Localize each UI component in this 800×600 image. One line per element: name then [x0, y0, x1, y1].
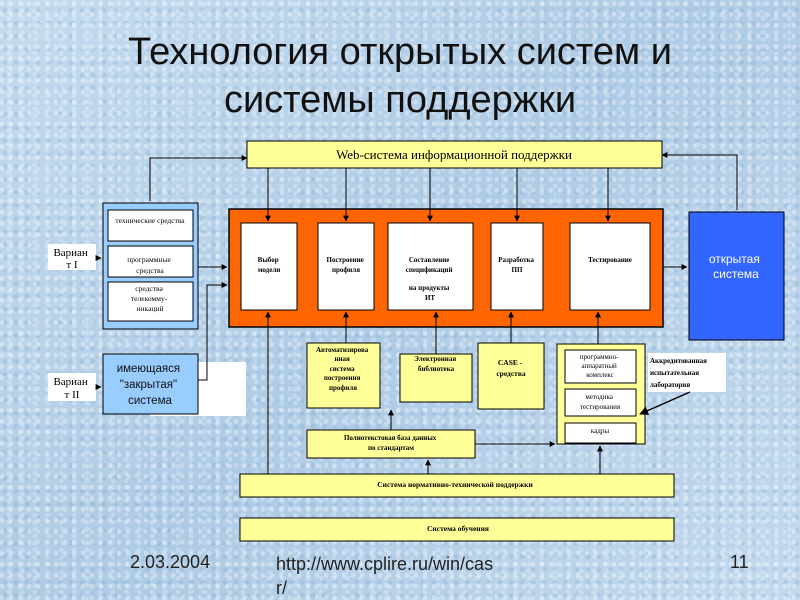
library-label-2: библиотека	[418, 365, 455, 373]
svg-text:Полнотекстовая база данных: Полнотекстовая база данных по стандартам	[344, 434, 438, 452]
variant2-label-1: Вариан	[53, 376, 87, 388]
footer-url-line1: http://www.cplire.ru/win/cas	[276, 554, 494, 574]
svg-text:технические средства: технические средства	[115, 216, 185, 225]
svg-text:Вариан т I: Вариан т I	[53, 247, 90, 271]
auto-system-label-2: нная	[334, 355, 350, 363]
svg-text:Выбор модели: Выбор модели	[258, 256, 281, 274]
methods-label-2: тестирования	[580, 403, 621, 411]
slide-title-line1: Технология открытых систем и	[128, 31, 672, 73]
svg-text:Вариан т II: Вариан т II	[53, 376, 90, 401]
edu-system-box	[239, 517, 675, 542]
hw-complex-box	[564, 349, 637, 384]
closed-system-box	[102, 353, 199, 415]
slide-title: Технология открытых систем и системы под…	[0, 28, 800, 124]
svg-text:Разработка ПП: Разработка ПП	[498, 256, 535, 274]
svg-text:открытая система: открытая система	[709, 252, 763, 281]
telecom-means-box	[107, 281, 194, 322]
svg-text:программные средства: программные средства	[127, 255, 172, 275]
testing-label: Тестирование	[588, 256, 632, 264]
case-label-2: средства	[496, 369, 526, 378]
software-means-label-1: программные	[127, 255, 171, 264]
hw-complex-label-1: программно-	[580, 353, 619, 361]
spec-label-1: Составление	[409, 256, 450, 264]
open-system-label-1: открытая	[709, 252, 760, 266]
variant1-box	[48, 244, 96, 270]
tech-means-label: технические средства	[115, 216, 185, 225]
edu-system-label: Система обучения	[427, 524, 489, 533]
accredited-lab-box	[648, 353, 726, 392]
telecom-label-1: средства	[135, 284, 163, 293]
library-label-1: Электронная	[414, 355, 456, 363]
closed-system-label-2: "закрытая"	[120, 379, 177, 391]
specifications-box	[387, 222, 474, 311]
testing-box	[569, 222, 651, 311]
svg-text:Аккредитованная испытатель: Аккредитованная испытательная лаборатори…	[650, 357, 709, 389]
telecom-label-2: телекомму-	[131, 294, 168, 303]
spec-label-2: спецификаций	[406, 266, 453, 274]
staff-label: кадры	[591, 427, 609, 435]
hw-complex-label-3: комплекс	[586, 371, 614, 379]
connectors	[95, 152, 738, 474]
auto-system-label-3: система	[330, 365, 356, 373]
svg-text:программно- аппаратный: программно- аппаратный комплекс	[580, 353, 620, 379]
select-model-box	[240, 222, 298, 311]
auto-system-label-4: построения	[324, 374, 361, 382]
variant2-box	[48, 373, 96, 401]
svg-text:CASE - средства: CASE - средства	[496, 358, 526, 378]
svg-text:методика тестирования: методика тестирования	[580, 393, 621, 411]
staff-box	[564, 422, 637, 444]
svg-text:Электронная библиотека: Электронная библиотека	[414, 355, 458, 373]
development-box	[490, 222, 544, 311]
footer-date: 2.03.2004	[130, 552, 211, 572]
web-system-label: Web-система информационной поддержки	[336, 147, 572, 162]
software-means-box	[107, 245, 194, 278]
select-model-label-2: модели	[258, 266, 281, 274]
fulltext-db-label-2: по стандартам	[368, 444, 414, 452]
methods-box	[564, 388, 637, 417]
auto-system-label-5: профиля	[329, 384, 357, 392]
open-system-label-2: система	[713, 267, 759, 281]
software-means-label-2: средства	[136, 266, 164, 275]
accredited-label-3: лаборатория	[650, 381, 690, 389]
accredited-label-2: испытательная	[650, 369, 699, 377]
telecom-label-3: никаций	[137, 304, 164, 313]
auto-system-box	[306, 342, 381, 409]
web-system-box	[246, 140, 663, 169]
closed-system-label-3: система	[128, 395, 172, 407]
page-number: 11	[730, 552, 749, 572]
fulltext-db-box	[306, 429, 476, 459]
development-label-1: Разработка	[498, 256, 534, 264]
footer-url-line2: r/	[276, 578, 287, 598]
build-profile-box	[317, 222, 375, 311]
development-label-2: ПП	[512, 266, 523, 274]
svg-text:Построение профиля: Построение профиля	[327, 256, 366, 274]
variant1-label-1: Вариан	[53, 247, 87, 259]
norm-system-box	[239, 473, 675, 498]
svg-text:имеющаяся "закрытая" с: имеющаяся "закрытая" система	[117, 363, 184, 407]
open-system-box	[688, 211, 785, 341]
tech-means-box	[107, 209, 194, 242]
svg-text:Автоматизирова нная си: Автоматизирова нная система построения п…	[316, 346, 370, 392]
svg-text:средства телекомму- ни: средства телекомму- никаций	[131, 284, 169, 313]
slide-title-line2: системы поддержки	[223, 79, 577, 121]
svg-text:Составление спецификаций: Составление спецификаций на продукты ИТ	[406, 256, 454, 302]
hw-complex-label-2: аппаратный	[581, 362, 617, 370]
spec-label-3: на продукты	[409, 284, 450, 292]
library-box	[399, 353, 473, 403]
closed-system-label-1: имеющаяся	[117, 363, 180, 375]
variant2-label-2: т II	[65, 389, 80, 401]
case-label-1: CASE -	[498, 358, 523, 367]
footer-url[interactable]: http://www.cplire.ru/win/cas r/	[276, 552, 536, 600]
select-model-label-1: Выбор	[258, 256, 279, 264]
fulltext-db-label-1: Полнотекстовая база данных	[344, 434, 437, 442]
auto-system-label-1: Автоматизирова	[316, 346, 369, 354]
norm-system-label: Система нормативно-технической поддержки	[377, 480, 533, 489]
build-profile-label-1: Построение	[327, 256, 364, 264]
variant1-label-2: т I	[66, 259, 78, 271]
spec-label-4: ИТ	[425, 294, 435, 302]
accredited-label-1: Аккредитованная	[650, 357, 707, 365]
methods-label-1: методика	[585, 393, 613, 401]
build-profile-label-2: профиля	[332, 266, 360, 274]
